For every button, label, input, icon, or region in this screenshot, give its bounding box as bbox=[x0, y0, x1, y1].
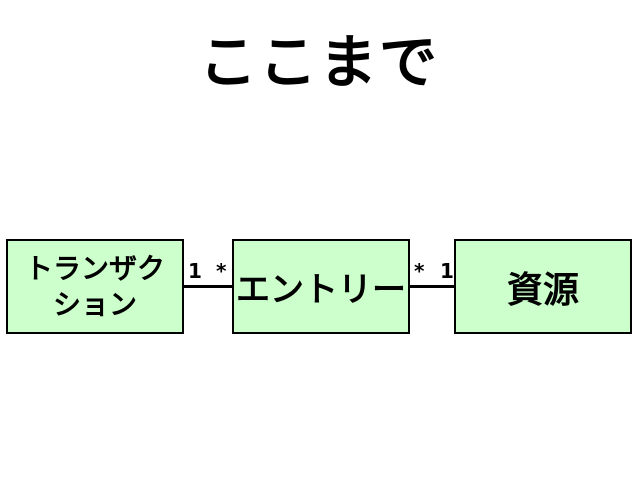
class-label-resource: 資源 bbox=[506, 269, 579, 311]
class-box-entry: エントリー bbox=[232, 239, 410, 334]
multiplicity-resource-side: 1 bbox=[440, 259, 454, 283]
association-line-entry-resource bbox=[410, 285, 454, 288]
multiplicity-transaction-side: 1 bbox=[188, 259, 202, 283]
class-box-resource: 資源 bbox=[454, 239, 632, 334]
page-title: ここまで bbox=[198, 28, 439, 96]
association-line-transaction-entry bbox=[184, 285, 232, 288]
multiplicity-entry-side-right: * bbox=[414, 259, 425, 283]
multiplicity-entry-side-left: * bbox=[216, 259, 227, 283]
class-label-transaction: トランザクション bbox=[24, 251, 165, 321]
class-label-entry: エントリー bbox=[236, 270, 406, 310]
class-box-transaction: トランザクション bbox=[6, 239, 184, 334]
